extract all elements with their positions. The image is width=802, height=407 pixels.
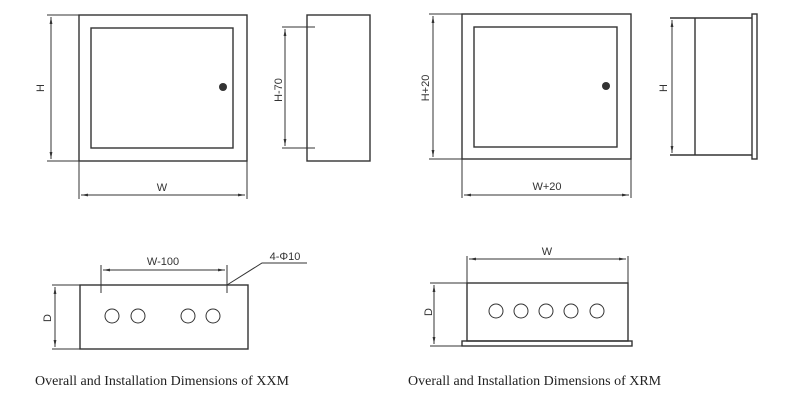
knockout-hole [563, 303, 579, 319]
knockout-hole [538, 303, 554, 319]
door-panel [90, 27, 234, 149]
knockout-hole [488, 303, 504, 319]
xrm-side-view: H [658, 13, 758, 160]
xrm-bottom-view: D W [423, 246, 633, 347]
lock-icon [219, 83, 227, 91]
xrm-height-label: H+20 [420, 75, 432, 102]
knockout-hole [205, 308, 221, 324]
door-panel [473, 26, 618, 148]
flange [461, 340, 633, 347]
xxm-side-height-label: H-70 [273, 78, 285, 102]
lock-icon [602, 82, 610, 90]
xrm-width-label: W+20 [532, 181, 561, 193]
xxm-side-view: H-70 [273, 14, 371, 162]
xxm-front-view: H W [35, 14, 248, 199]
xrm-side-height-label: H [658, 84, 670, 92]
flange [751, 13, 758, 160]
xxm-span-label: W-100 [147, 256, 179, 268]
xxm-width-label: W [157, 182, 168, 194]
xrm-caption: Overall and Installation Dimensions of X… [408, 374, 662, 389]
xxm-depth-label: D [42, 314, 54, 322]
knockout-hole [104, 308, 120, 324]
xrm-bottom-width-label: W [542, 246, 553, 258]
xxm-caption: Overall and Installation Dimensions of X… [35, 374, 289, 389]
xrm-front-view: H+20 W+20 [420, 13, 632, 198]
xxm-height-label: H [35, 84, 47, 92]
xxm-hole-label: 4-Φ10 [270, 251, 301, 263]
knockout-hole [130, 308, 146, 324]
knockout-hole [513, 303, 529, 319]
knockout-hole [589, 303, 605, 319]
xxm-bottom-view: D W-100 4-Φ10 [42, 251, 307, 350]
xrm-depth-label: D [423, 308, 435, 316]
knockout-hole [180, 308, 196, 324]
